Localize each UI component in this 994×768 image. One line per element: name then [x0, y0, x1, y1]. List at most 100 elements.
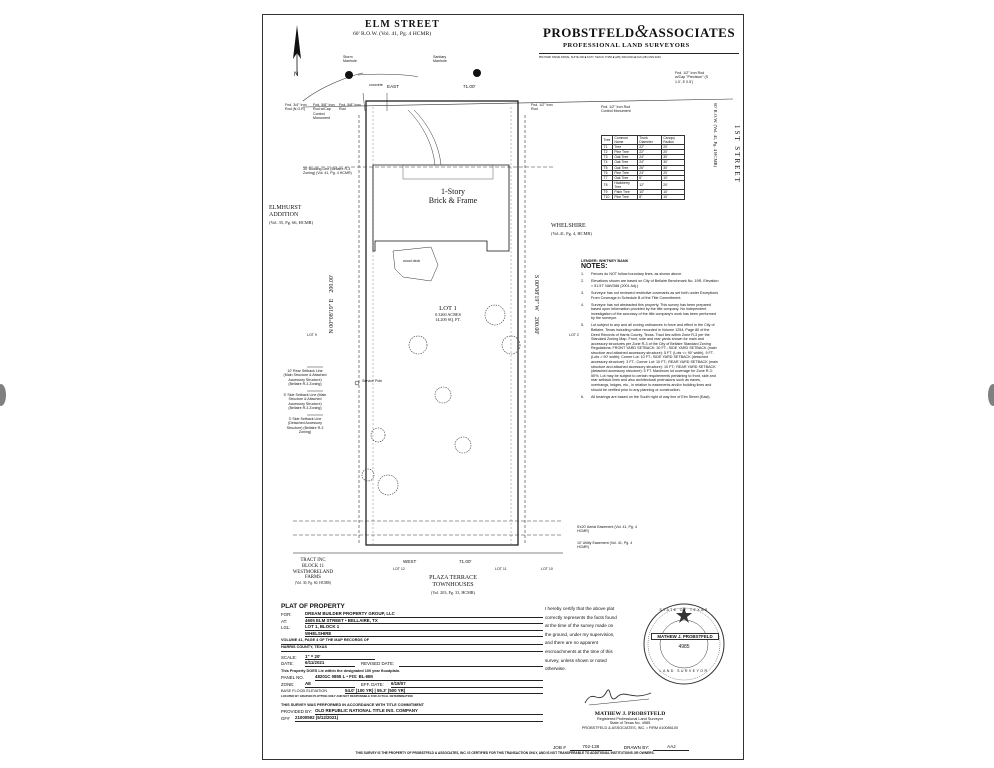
job-info: JOB # 702-138 DRAWN BY: AAJ [553, 744, 690, 751]
sanitary-manhole-label: Sanitary Manhole [433, 55, 447, 64]
storm-manhole-label: Storm Manhole [343, 55, 357, 64]
north-arrow-icon [293, 25, 301, 75]
lot-boundary [365, 100, 519, 546]
survey-plat-sheet: ELM STREET 60' R.O.W. (Vol. 41, Pg. 4 HC… [262, 14, 744, 760]
note-item: 5.Lot subject to any and all zoning ordi… [581, 323, 718, 392]
bfe-value: 54.0' (100 YR) | 55.3' (500 YR) [345, 688, 543, 695]
zone-value: AE [305, 681, 355, 688]
note-item: 3.Surveyor has not reviewed restrictive … [581, 290, 719, 300]
lot-12-label: LOT 12 [393, 567, 405, 571]
plat-title: PLAT OF PROPERTY [281, 603, 345, 610]
tree-table: Tree Common Name Trunk Diameter Canopy R… [601, 134, 686, 201]
iron-rod-label-2: Fnd. 5/8" Iron Rod w/Cap Control Monumen… [313, 103, 335, 121]
first-street-label: 1ST STREET [733, 125, 741, 184]
westmoreland-farms-label: TRACT INC BLOCK 11 WESTMORELAND FARMS (V… [292, 558, 334, 586]
west-label: WEST [403, 559, 417, 564]
lot-1-label: LOT 1 0.3260 ACRES 14,200 SQ. FT. [435, 305, 461, 322]
property-map [293, 69, 734, 554]
plat-scale-value: 1" = 20' [305, 654, 375, 661]
gf-value: 21000592 (5/12/2021) [295, 715, 543, 722]
job-number: 702-138 [569, 744, 612, 751]
certification-text: I hereby certify that the above plat cor… [545, 606, 617, 672]
graphic-note: LOCATED BY GRAPHIC PLOTTING ONLY AND NOT… [281, 694, 413, 699]
firm-address: 850 PARK DRIVE DRIVE, SUITE 200 ■ KATY, … [539, 56, 661, 59]
plat-subdivision: WHELSHIRE [305, 631, 543, 638]
west-line-bearing: N 00°08'19" E 200.00' [329, 275, 335, 334]
seal-state: STATE OF TEXAS [659, 608, 709, 612]
side-setback-label-1: 5' Side Setback Line (Main Structure & A… [283, 393, 327, 411]
lot-11-label: LOT 11 [495, 567, 507, 571]
lot-9-label: LOT 9 [307, 333, 317, 337]
plat-for-value: DREAM BUILDER PROPERTY GROUP, LLC [305, 611, 543, 618]
elmhurst-addition-label: ELMHURST ADDITION (Vol. 35, Pg. 66, HCMR… [269, 205, 314, 225]
west-distance: 71.00' [459, 559, 472, 564]
aerial-easement-label: 5'x20' Aerial Easement (Vol. 41, Pg. 4 H… [577, 525, 637, 534]
house-label: 1-Story Brick & Frame [428, 187, 478, 205]
lender-label: LENDER: WHITNEY BANK [581, 259, 629, 263]
previous-image-button[interactable] [0, 384, 6, 406]
sanitary-manhole-marker [473, 69, 481, 77]
surveyor-name: MATHEW J. PROBSTFELD [594, 711, 666, 717]
floodplain-note: This Property DOES Lie within the design… [281, 668, 401, 673]
provided-by-value: OLD REPUBLIC NATIONAL TITLE INS. COMPANY [315, 708, 543, 715]
surveyor-signature [584, 689, 652, 706]
note-item: 4.Surveyor has not abstracted this prope… [581, 302, 716, 321]
surveyor-block: MATHEW J. PROBSTFELD Registered Professi… [555, 711, 705, 730]
plat-date-value: 6/11/2021 [305, 660, 355, 667]
first-street-row: 60' R.O.W. (Vol. 41, Pg. 4 HCMR) [713, 103, 718, 168]
eff-date-value: 6/18/07 [391, 681, 543, 688]
iron-rod-label-6: Fnd. 1/2" Iron Rod Control Monument [601, 105, 631, 114]
plat-lgl-value: LOT 1, BLOCK 1 [305, 624, 543, 631]
next-image-button[interactable] [988, 384, 994, 406]
iron-rod-label-1: Fnd. 3/4" Iron Rod (N.G.R) [285, 103, 307, 112]
plat-at-value: 4605 ELM STREET • BELLAIRE, TX [305, 618, 543, 625]
wood-deck-label: wood deck [403, 259, 421, 263]
plat-volume-line-2: HARRIS COUNTY, TEXAS [281, 645, 543, 652]
plat-volume-line-1: VOLUME 41, PAGE 4 OF THE MAP RECORDS OF [281, 638, 543, 645]
building-line-label: 30' Building Line (Bellaire R-3 Zoning) … [303, 167, 352, 176]
commitment-note: THIS SURVEY WAS PERFORMED IN ACCORDANCE … [281, 702, 424, 707]
street-name-top: ELM STREET [365, 19, 440, 30]
lot-10-label: LOT 10 [541, 567, 553, 571]
east-line-bearing: S 00°08'19" W 200.00' [533, 275, 539, 335]
north-label: N [294, 72, 299, 78]
firm-subtitle: PROFESSIONAL LAND SURVEYORS [563, 42, 690, 49]
side-setback-label-2: 3' Side Setback Line (Detached Accessory… [286, 417, 324, 435]
plat-info-block: PLAT OF PROPERTY FOR:DREAM BUILDER PROPE… [281, 603, 543, 722]
seal-number: 4985 [678, 644, 690, 650]
note-item: 1.Fences do NOT follow boundary lines, a… [581, 272, 683, 277]
seal-name: MATHEW J. PROBSTFELD [651, 633, 719, 640]
notes-section: LENDER: WHITNEY BANK NOTES: 1.Fences do … [581, 259, 719, 402]
east-distance: 71.00' [463, 84, 476, 89]
service-pole-label: Service Pole [362, 379, 383, 383]
notes-title: NOTES: [581, 263, 608, 271]
panel-value: 48201C 0855 L • FIS: BL-BM [315, 674, 543, 681]
storm-manhole-marker [345, 71, 353, 79]
iron-rod-label-5: Fnd. 1/2" Iron Rod w/Cap "Precision" (S … [675, 71, 709, 84]
whelshire-label: WHELSHIRE (Vol.41, Pg. 4, HCMR) [551, 223, 592, 236]
street-row-top: 60' R.O.W. (Vol. 41, Pg. 4 HCMR) [353, 31, 432, 37]
surveyor-seal-icon [643, 603, 725, 685]
concrete-label: concrete [369, 83, 383, 87]
iron-rod-label-3: Fnd. 5/8" Iron Rod [339, 103, 361, 112]
plat-revised-value [399, 665, 543, 667]
lot-2-label: LOT 2 [569, 333, 579, 337]
firm-logo: PROBSTFELD&ASSOCIATES [542, 21, 736, 41]
note-item: 6.All bearings are based on the South ri… [581, 394, 711, 399]
iron-rod-label-4: Fnd. 1/2" Iron Rod [531, 103, 553, 112]
footer-disclaimer: THIS SURVEY IS THE PROPERTY OF PROBSTFEL… [355, 751, 655, 755]
note-item: 2.Elevations shown are based on City of … [581, 279, 719, 288]
east-label: EAST [387, 84, 399, 89]
seal-bottom: LAND SURVEYOR [659, 669, 709, 673]
rear-setback-label: 10' Rear Setback Line (Main Structure & … [283, 369, 327, 387]
utility-easement-label: 10' Utility Easement (Vol. 41, Pg. 4 HCM… [577, 541, 633, 550]
